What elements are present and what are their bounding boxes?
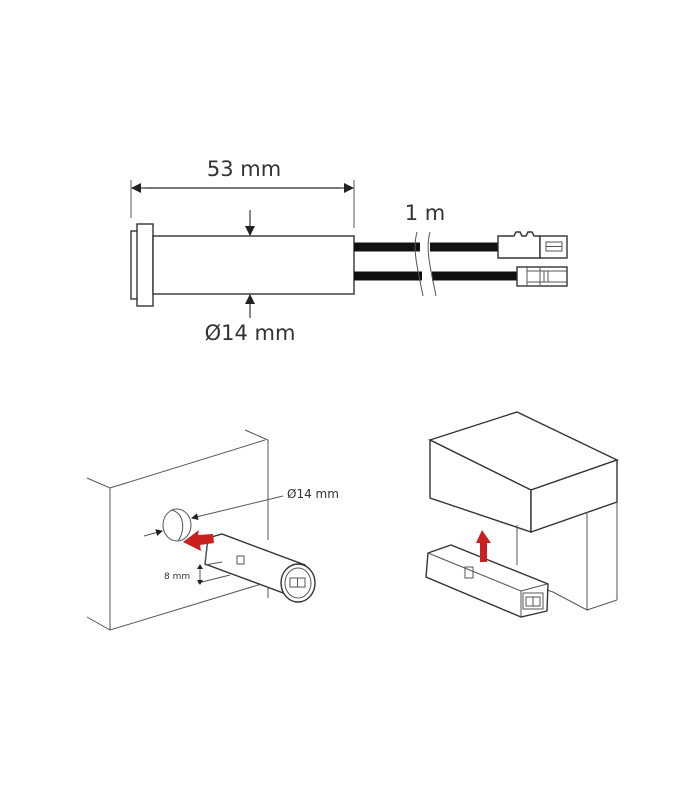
sensor-dimension-drawing: 53 mm Ø14 mm 1 m [130, 157, 568, 345]
length-label: 53 mm [207, 157, 281, 181]
cables [354, 231, 517, 297]
diameter-label: Ø14 mm [205, 321, 296, 345]
hole-diameter-arrow-right [191, 495, 284, 520]
hole-diameter-arrow-left [143, 529, 163, 537]
cable-break-mark [414, 231, 424, 297]
offset-label: 8 mm [164, 572, 190, 582]
sensor-tube [152, 235, 355, 295]
sensor-flange [136, 223, 154, 307]
mounting-hole [162, 508, 192, 542]
light-bar [425, 544, 549, 618]
male-connector [497, 231, 568, 259]
hole-diameter-label: Ø14 mm [287, 487, 339, 501]
insert-arrow [183, 530, 214, 551]
sensor-clip [236, 555, 245, 565]
female-connector [516, 266, 568, 287]
light-bar-clip [464, 566, 474, 579]
sensor-cylinder [204, 533, 316, 603]
wall-panel [86, 429, 269, 631]
surface-installation-illustration [425, 411, 619, 618]
recessed-installation-illustration: Ø14 mm 8 mm [86, 429, 339, 631]
mount-up-arrow [476, 530, 491, 562]
cable-length-label: 1 m [405, 201, 446, 225]
